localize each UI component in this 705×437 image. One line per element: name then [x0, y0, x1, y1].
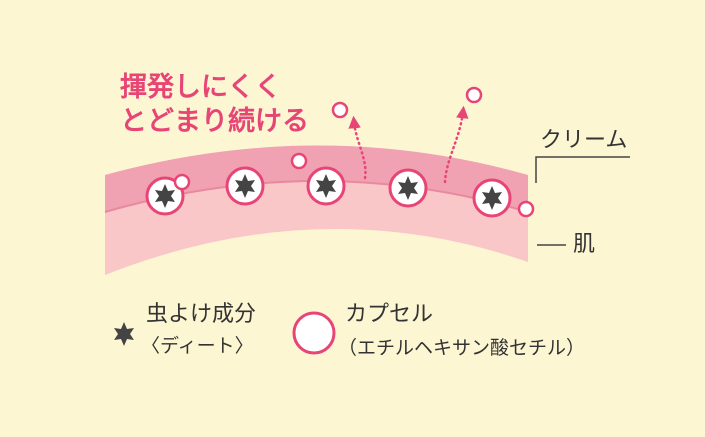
capsule-with-repellent	[472, 178, 512, 218]
legend-capsule-sub: （エチルヘキサン酸セチル）	[338, 337, 586, 359]
capsule-with-repellent	[225, 166, 265, 206]
six-point-star-icon	[398, 176, 418, 200]
legend-capsule-title: カプセル	[345, 302, 434, 327]
six-point-star-icon	[235, 174, 255, 198]
legend-repellent-title: 虫よけ成分	[146, 302, 257, 327]
cream-label: クリーム	[540, 128, 628, 153]
six-point-star-icon	[482, 186, 502, 210]
skin-label: 肌	[573, 232, 596, 257]
capsule-with-repellent	[388, 168, 428, 208]
small-capsule	[290, 152, 308, 170]
small-capsule	[331, 101, 349, 119]
evaporation-arrow	[443, 105, 469, 184]
six-point-star-icon	[155, 184, 175, 208]
cream-leader-line	[535, 156, 630, 183]
legend-star-icon	[114, 322, 134, 346]
small-capsule	[465, 86, 483, 104]
small-capsule	[173, 173, 191, 191]
capsule-with-repellent	[145, 176, 185, 216]
small-capsule	[517, 200, 535, 218]
six-point-star-icon	[316, 174, 336, 198]
legend-repellent-sub: 〈ディート〉	[141, 335, 254, 357]
headline-line-2: とどまり続ける	[120, 106, 309, 137]
capsule-with-repellent	[306, 166, 346, 206]
evaporation-arrow	[348, 115, 367, 180]
headline-line-1: 揮発しにくく	[120, 72, 282, 103]
legend-circle-icon	[292, 311, 336, 355]
